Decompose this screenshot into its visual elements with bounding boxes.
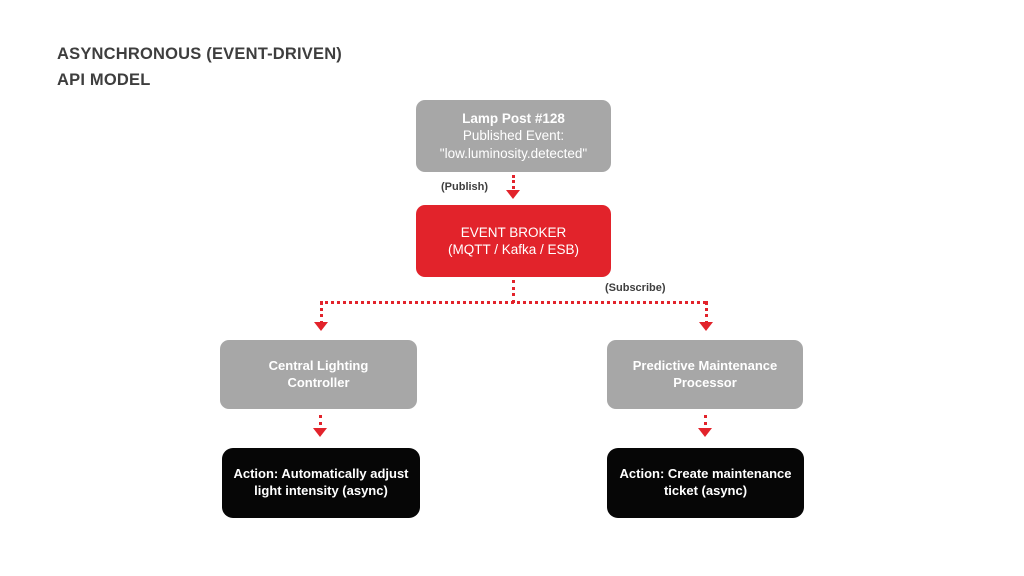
subscribe-left-arrow-icon [314,322,328,331]
node-central-lighting-controller-line-1: Central Lighting [268,357,369,373]
subscribe-right-drop-line [705,301,708,325]
node-action-adjust-light-intensity-line-2: light intensity (async) [254,483,388,498]
subscribe-stem-line [512,280,515,303]
action-right-arrow-icon [698,428,712,437]
node-lamp-post-line-3: "low.luminosity.detected" [439,145,588,161]
node-predictive-maintenance-processor-line-1: Predictive Maintenance [632,357,778,373]
node-lamp-post-line-1: Lamp Post #128 [462,111,565,127]
node-predictive-maintenance-processor[interactable]: Predictive Maintenance Processor [607,340,803,409]
node-event-broker-line-1: EVENT BROKER [460,224,567,240]
action-left-connector-line [319,415,322,431]
subscribe-edge-label: (Subscribe) [605,282,666,294]
node-action-create-maintenance-ticket-line-2: ticket (async) [663,483,748,498]
node-action-create-maintenance-ticket[interactable]: Action: Create maintenance ticket (async… [607,448,804,518]
node-action-adjust-light-intensity-line-1: Action: Automatically adjust [233,466,409,482]
node-action-create-maintenance-ticket-line-1: Action: Create maintenance [619,466,792,482]
node-predictive-maintenance-processor-line-2: Processor [673,374,737,390]
node-central-lighting-controller-line-2: Controller [287,374,350,390]
subscribe-right-arrow-icon [699,322,713,331]
node-lamp-post-line-2: Published Event: [462,128,565,144]
action-left-arrow-icon [313,428,327,437]
node-action-adjust-light-intensity[interactable]: Action: Automatically adjust light inten… [222,448,420,518]
page-title: ASYNCHRONOUS (EVENT-DRIVEN) API MODEL [57,41,577,93]
publish-connector-line [512,175,515,194]
publish-edge-label: (Publish) [441,181,489,193]
node-event-broker-line-2: (MQTT / Kafka / ESB) [447,242,580,257]
page-title-line-1: ASYNCHRONOUS (EVENT-DRIVEN) [57,45,343,63]
action-right-connector-line [704,415,707,431]
node-event-broker[interactable]: EVENT BROKER (MQTT / Kafka / ESB) [416,205,611,277]
page-title-line-2: API MODEL [57,71,151,89]
subscribe-left-drop-line [320,301,323,325]
node-lamp-post-source[interactable]: Lamp Post #128 Published Event: "low.lum… [416,100,611,172]
subscribe-bus-line [320,301,706,304]
node-central-lighting-controller[interactable]: Central Lighting Controller [220,340,417,409]
publish-arrow-icon [506,190,520,199]
